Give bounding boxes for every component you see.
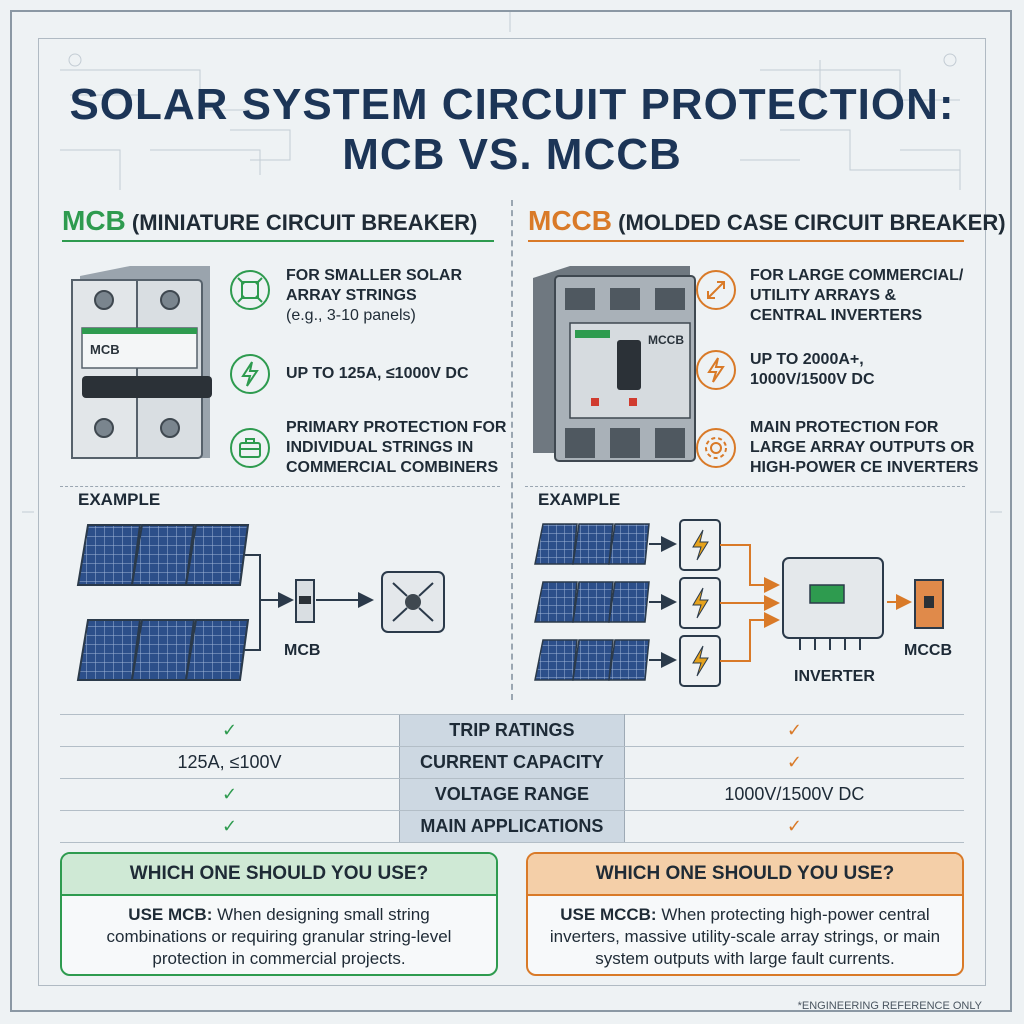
mccb-example-rule [525, 486, 965, 487]
inverter-icon [782, 557, 884, 650]
solar-panel-row-top [76, 524, 250, 586]
inner-border [38, 38, 986, 986]
outer-border [10, 10, 1012, 1012]
mcb-voltage-range-cell: ✓ [60, 778, 400, 811]
mcb-feature-3: PRIMARY PROTECTION FOR INDIVIDUAL STRING… [286, 419, 507, 476]
mccb-recommendation-body: USE MCCB: When protecting high-power cen… [528, 896, 962, 970]
mcb-device-illustration: MCB [71, 266, 212, 459]
inverter-label: INVERTER [794, 668, 875, 685]
mcb-trip-ratings-cell: ✓ [60, 714, 400, 747]
mccb-recommendation-text: When protecting high-power central inver… [549, 905, 941, 968]
mccb-full-name: (MOLDED CASE CIRCUIT BREAKER) [618, 210, 1006, 235]
mcb-heading-rule [62, 240, 494, 242]
row-label-trip-ratings: TRIP RATINGS [399, 714, 625, 747]
briefcase-icon [230, 428, 270, 468]
mcb-heading: MCB (MINIATURE CIRCUIT BREAKER) [62, 205, 477, 237]
mccb-recommendation-lead: USE MCCB: [560, 905, 657, 924]
gear-icon [696, 428, 736, 468]
mccb-recommendation-box: WHICH ONE SHOULD YOU USE? USE MCCB: When… [526, 852, 964, 976]
mcb-recommendation-box: WHICH ONE SHOULD YOU USE? USE MCB: When … [60, 852, 498, 976]
mccb-feature-1: FOR LARGE COMMERCIAL/ UTILITY ARRAYS & C… [750, 267, 964, 324]
mcb-feature-1-text: FOR SMALLER SOLAR ARRAY STRINGS [286, 267, 462, 304]
mccb-device-illustration: MCCB [533, 266, 696, 462]
mcb-current-capacity-cell: 125A, ≤100V [60, 746, 400, 779]
mcb-small-icon [295, 579, 315, 623]
mccb-example-label: EXAMPLE [538, 490, 621, 509]
diagonal-arrows-icon [696, 270, 736, 310]
mccb-trip-ratings-cell: ✓ [624, 714, 964, 747]
table-row: ✓ TRIP RATINGS ✓ [60, 714, 964, 747]
combiner-boxes [679, 519, 721, 687]
mccb-voltage-range-cell: 1000V/1500V DC [624, 778, 964, 811]
mcb-example-label: EXAMPLE [78, 490, 161, 509]
mccb-feature-3: MAIN PROTECTION FOR LARGE ARRAY OUTPUTS … [750, 419, 979, 476]
mcb-feature-2: UP TO 125A, ≤1000V DC [286, 365, 469, 382]
row-label-current-capacity: CURRENT CAPACITY [399, 746, 625, 779]
table-row: ✓ VOLTAGE RANGE 1000V/1500V DC [60, 778, 964, 811]
mccb-main-applications-cell: ✓ [624, 810, 964, 843]
load-box-icon [381, 571, 445, 633]
row-label-voltage-range: VOLTAGE RANGE [399, 778, 625, 811]
lightning-icon [230, 354, 270, 394]
column-divider [511, 200, 513, 700]
table-row: ✓ MAIN APPLICATIONS ✓ [60, 810, 964, 843]
mcb-diagram-label: MCB [284, 642, 321, 659]
mcb-abbr: MCB [62, 205, 126, 236]
mccb-heading-rule [528, 240, 964, 242]
mccb-recommendation-heading: WHICH ONE SHOULD YOU USE? [528, 854, 962, 896]
mcb-recommendation-heading: WHICH ONE SHOULD YOU USE? [62, 854, 496, 896]
row-label-main-applications: MAIN APPLICATIONS [399, 810, 625, 843]
footnote: *ENGINEERING REFERENCE ONLY [797, 1000, 982, 1012]
mcb-recommendation-lead: USE MCB: [128, 905, 213, 924]
mccb-feature-2: UP TO 2000A+, 1000V/1500V DC [750, 351, 875, 388]
mcb-device-label: MCB [90, 342, 120, 357]
mcb-full-name: (MINIATURE CIRCUIT BREAKER) [131, 210, 478, 235]
lightning-icon [696, 350, 736, 390]
mcb-feature-1: FOR SMALLER SOLAR ARRAY STRINGS (e.g., 3-… [286, 266, 462, 326]
mcb-example-rule [60, 486, 500, 487]
mccb-abbr: MCCB [528, 205, 612, 236]
expand-arrows-icon [230, 270, 270, 310]
solar-panel-rows [534, 523, 650, 681]
mccb-small-icon [914, 579, 944, 629]
mcb-recommendation-text: When designing small string combinations… [106, 905, 452, 968]
title-line-1: SOLAR SYSTEM CIRCUIT PROTECTION: [69, 80, 955, 129]
mcb-recommendation-body: USE MCB: When designing small string com… [62, 896, 496, 970]
table-row: 125A, ≤100V CURRENT CAPACITY ✓ [60, 746, 964, 779]
comparison-table: ✓ TRIP RATINGS ✓ 125A, ≤100V CURRENT CAP… [60, 714, 964, 843]
mccb-diagram-label: MCCB [904, 642, 952, 659]
mccb-device-label: MCCB [648, 333, 684, 347]
mccb-heading: MCCB (MOLDED CASE CIRCUIT BREAKER) [528, 205, 1006, 237]
solar-panel-row-bottom [76, 619, 250, 681]
mccb-current-capacity-cell: ✓ [624, 746, 964, 779]
mcb-feature-1-sub: (e.g., 3-10 panels) [286, 307, 416, 324]
title-line-2: MCB VS. MCCB [342, 130, 682, 179]
mccb-example-diagram [534, 519, 944, 687]
mcb-main-applications-cell: ✓ [60, 810, 400, 843]
mcb-example-diagram [76, 524, 445, 681]
